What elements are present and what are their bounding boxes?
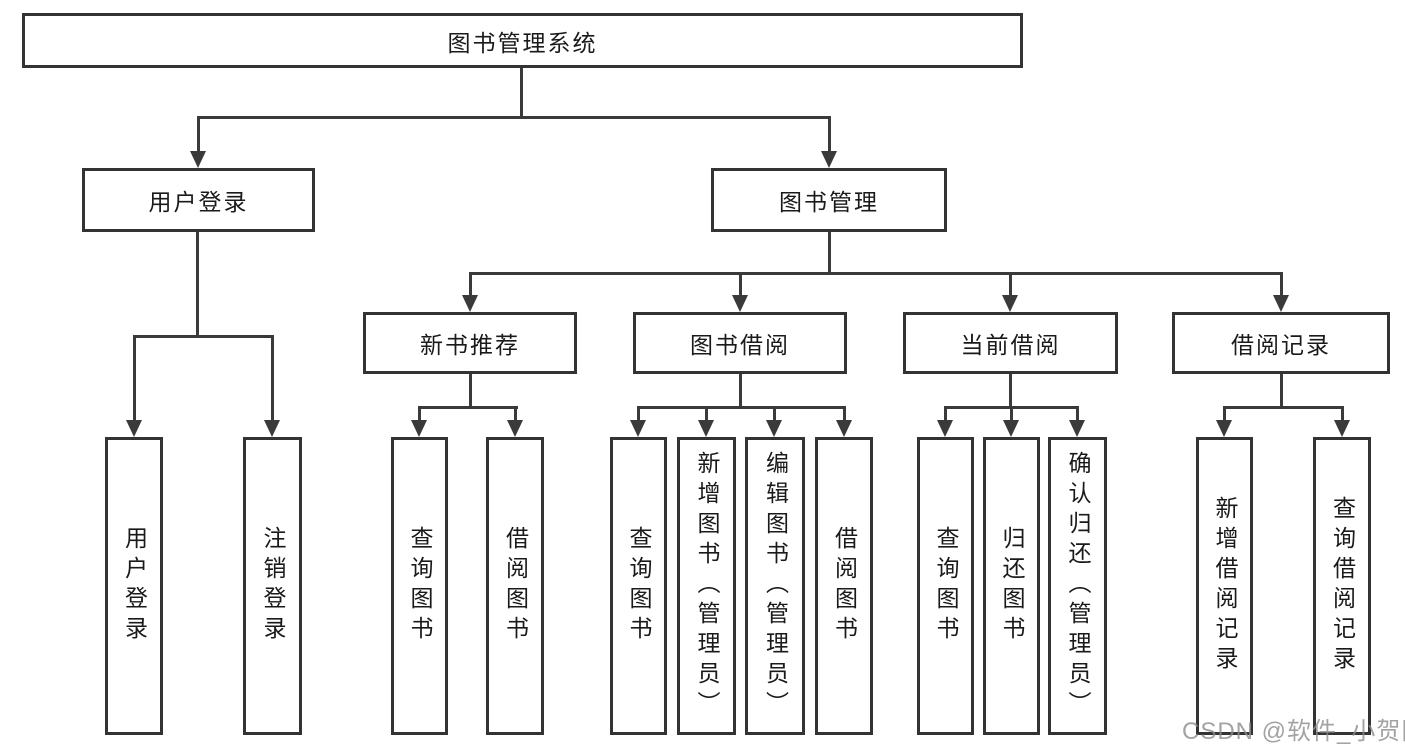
connector-stem-book-borrow xyxy=(739,272,742,297)
arrowhead-leaf-user-login xyxy=(126,420,142,437)
connector-stem-records-query xyxy=(1341,406,1344,422)
connector-stem-recommend-borrow xyxy=(514,406,517,422)
arrowhead-records-query xyxy=(1334,420,1350,437)
arrowhead-recommend-query xyxy=(411,420,427,437)
connector-bookmgmt-trunk xyxy=(828,232,831,274)
arrowhead-borrow-add xyxy=(698,420,714,437)
connector-borrow-trunk xyxy=(739,374,742,408)
node-book-borrow: 图书借阅 xyxy=(633,312,847,374)
connector-userlogin-trunk xyxy=(196,232,199,337)
connector-borrow-bus xyxy=(637,406,846,409)
connector-stem-recommend-query xyxy=(418,406,421,422)
leaf-recommend-borrow-book: 借阅图书 xyxy=(486,437,544,735)
arrowhead-user-login xyxy=(190,151,206,168)
leaf-add-book-admin: 新增图书（管理员） xyxy=(677,437,736,735)
connector-stem-current-return xyxy=(1010,406,1013,422)
connector-stem-user-login xyxy=(197,116,200,153)
arrowhead-book-management xyxy=(821,151,837,168)
arrowhead-borrow-borrow xyxy=(836,420,852,437)
arrowhead-borrow-edit xyxy=(766,420,782,437)
connector-records-bus xyxy=(1223,406,1343,409)
node-book-management: 图书管理 xyxy=(711,168,947,232)
arrowhead-leaf-logout xyxy=(264,420,280,437)
arrowhead-current-confirm xyxy=(1069,420,1085,437)
arrowhead-new-book-recommend xyxy=(462,295,478,312)
leaf-borrow-query-book: 查询图书 xyxy=(610,437,667,735)
connector-userlogin-bus xyxy=(133,335,274,338)
connector-stem-borrow-query xyxy=(637,406,640,422)
csdn-watermark: CSDN @软件_小贺同学 xyxy=(1182,718,1405,745)
node-borrow-records: 借阅记录 xyxy=(1172,312,1390,374)
connector-stem-borrow-records xyxy=(1280,272,1283,297)
arrowhead-current-borrow xyxy=(1002,295,1018,312)
connector-stem-book-management xyxy=(828,116,831,153)
leaf-logout: 注销登录 xyxy=(243,437,302,735)
leaf-query-borrow-record: 查询借阅记录 xyxy=(1313,437,1371,735)
connector-recommend-bus xyxy=(418,406,518,409)
node-new-book-recommend: 新书推荐 xyxy=(363,312,577,374)
leaf-borrow-book: 借阅图书 xyxy=(815,437,873,735)
node-current-borrow: 当前借阅 xyxy=(903,312,1118,374)
connector-root-trunk xyxy=(520,68,523,118)
connector-stem-borrow-add xyxy=(705,406,708,422)
leaf-confirm-return-admin: 确认归还（管理员） xyxy=(1048,437,1107,735)
connector-stem-current-query xyxy=(944,406,947,422)
connector-stem-records-add xyxy=(1223,406,1226,422)
arrowhead-recommend-borrow xyxy=(507,420,523,437)
connector-stem-current-borrow xyxy=(1009,272,1012,297)
arrowhead-book-borrow xyxy=(732,295,748,312)
node-user-login: 用户登录 xyxy=(82,168,315,232)
arrowhead-records-add xyxy=(1216,420,1232,437)
arrowhead-borrow-records xyxy=(1273,295,1289,312)
connector-stem-new-book-recommend xyxy=(469,272,472,297)
connector-current-trunk xyxy=(1009,374,1012,408)
connector-stem-leaf-logout xyxy=(271,335,274,422)
leaf-current-query-book: 查询图书 xyxy=(917,437,974,735)
connector-recommend-trunk xyxy=(469,374,472,408)
node-root: 图书管理系统 xyxy=(22,13,1023,68)
connector-stem-borrow-edit xyxy=(773,406,776,422)
leaf-return-book: 归还图书 xyxy=(983,437,1040,735)
connector-stem-current-confirm xyxy=(1076,406,1079,422)
leaf-edit-book-admin: 编辑图书（管理员） xyxy=(745,437,805,735)
connector-stem-leaf-user-login xyxy=(133,335,136,422)
arrowhead-borrow-query xyxy=(630,420,646,437)
leaf-recommend-query-book: 查询图书 xyxy=(391,437,448,735)
arrowhead-current-query xyxy=(937,420,953,437)
leaf-add-borrow-record: 新增借阅记录 xyxy=(1196,437,1253,735)
connector-records-trunk xyxy=(1280,374,1283,408)
connector-bookmgmt-bus xyxy=(469,272,1283,275)
connector-stem-borrow-borrow xyxy=(843,406,846,422)
arrowhead-current-return xyxy=(1003,420,1019,437)
leaf-user-login: 用户登录 xyxy=(105,437,163,735)
connector-root-bus xyxy=(197,116,831,119)
